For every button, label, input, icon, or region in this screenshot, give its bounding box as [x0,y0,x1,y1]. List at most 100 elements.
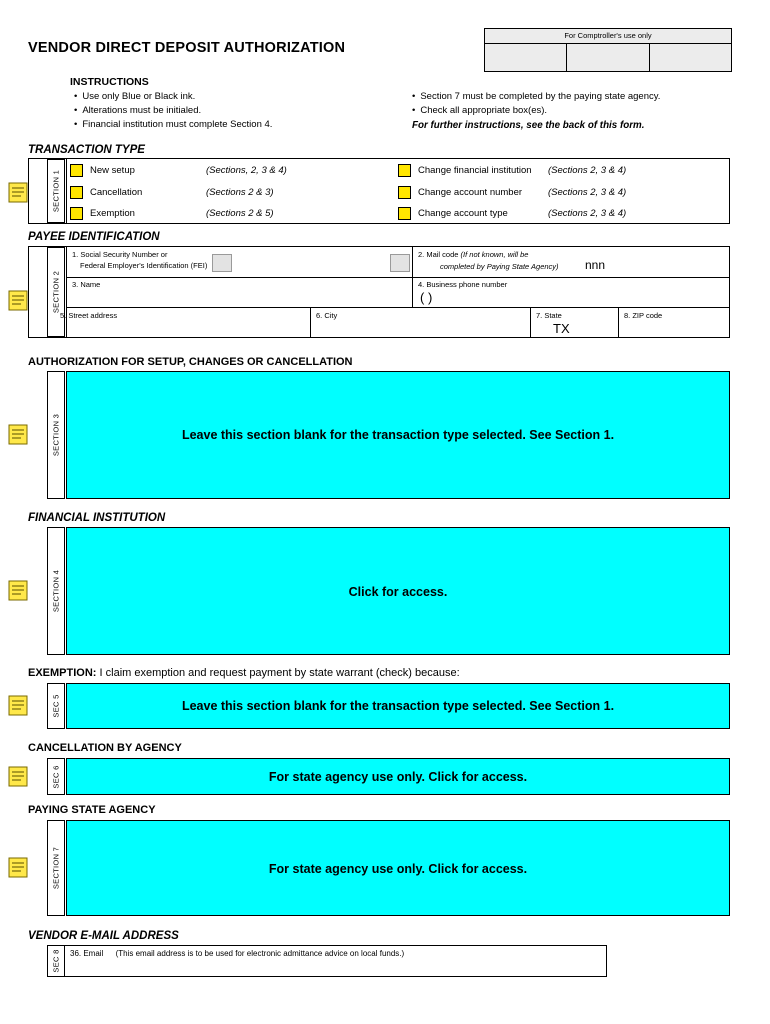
comment-note-icon[interactable] [8,290,28,311]
section5-body-text: Leave this section blank for the transac… [181,699,615,713]
field-mail-code-value[interactable]: nnn [585,258,606,272]
comment-note-icon[interactable] [8,857,28,878]
ssn-input-b[interactable] [390,254,410,272]
bullet-icon: • [412,91,416,102]
comptroller-use-box: For Comptroller's use only [484,28,732,72]
comment-note-icon[interactable] [8,695,28,716]
section2-tab-label: SECTION 2 [51,270,61,314]
field-mail-code-note: completed by Paying State Agency) [440,262,559,271]
section1-tab-label: SECTION 1 [51,169,61,213]
section6-heading: CANCELLATION BY AGENCY [28,742,182,754]
instructions-right-column: • Section 7 must be completed by the payi… [412,90,742,133]
instructions-left-column: • Use only Blue or Black ink. • Alteration… [74,90,414,132]
section2-tab: SECTION 2 [47,247,65,337]
section3-tab: SECTION 3 [47,371,65,499]
section7-fill-area[interactable]: For state agency use only. Click for acc… [66,820,730,916]
instruction-item: • Check all appropriate box(es). [412,104,742,118]
section5-heading-rest: I claim exemption and request payment by… [99,667,460,679]
checkbox-exemption-note: (Sections 2 & 5) [206,208,274,219]
comptroller-cells [485,43,731,72]
section2-box [28,246,730,338]
divider [618,307,619,338]
comptroller-cell-3[interactable] [648,43,731,72]
section5-heading-bold: EXEMPTION: [28,667,97,679]
checkbox-change-financial-institution[interactable] [398,164,411,177]
divider [66,247,67,337]
field-state-label: 7. State [536,311,562,320]
section6-body-text: For state agency use only. Click for acc… [268,770,528,784]
section3-fill-area[interactable]: Leave this section blank for the transac… [66,371,730,499]
section4-tab-label: SECTION 4 [51,569,61,613]
divider [66,277,730,278]
section5-tab-label: SEC 5 [51,694,61,718]
section1-tab: SECTION 1 [47,159,65,223]
instruction-text: Financial institution must complete Sect… [82,119,273,130]
checkbox-change-account-type-label: Change account type [418,208,508,219]
bullet-icon: • [412,105,416,116]
divider [530,307,531,338]
ssn-input-a[interactable] [212,254,232,272]
checkbox-change-account-number[interactable] [398,186,411,199]
comptroller-cell-1[interactable] [485,43,567,72]
instruction-item: • Financial institution must complete Sec… [74,118,414,132]
section3-body-text: Leave this section blank for the transac… [181,428,615,442]
divider [66,307,730,308]
section7-heading: PAYING STATE AGENCY [28,804,156,816]
instruction-text: Use only Blue or Black ink. [82,91,196,102]
section1-box [28,158,730,224]
checkbox-exemption-label: Exemption [90,208,135,219]
section7-tab: SECTION 7 [47,820,65,916]
page-title: VENDOR DIRECT DEPOSIT AUTHORIZATION [28,40,346,56]
comment-note-icon[interactable] [8,766,28,787]
section4-heading: FINANCIAL INSTITUTION [28,512,166,524]
field-state-value[interactable]: TX [553,321,570,336]
section6-tab: SEC 6 [47,758,65,795]
instruction-text: Section 7 must be completed by the payin… [420,91,661,102]
section3-tab-label: SECTION 3 [51,413,61,457]
comment-note-icon[interactable] [8,424,28,445]
section8-tab: SEC 8 [47,945,65,977]
section4-body-text: Click for access. [348,585,448,599]
instruction-item: • Section 7 must be completed by the payi… [412,90,742,104]
field-zip-label: 8. ZIP code [624,311,663,320]
bullet-icon: • [74,105,78,116]
instruction-text: Check all appropriate box(es). [420,105,548,116]
checkbox-cancellation-note: (Sections 2 & 3) [206,187,274,198]
section6-tab-label: SEC 6 [51,764,61,789]
bullet-icon: • [74,119,78,130]
checkbox-exemption[interactable] [70,207,83,220]
section5-fill-area[interactable]: Leave this section blank for the transac… [66,683,730,729]
checkbox-cancellation-label: Cancellation [90,187,143,198]
checkbox-new-setup[interactable] [70,164,83,177]
comment-note-icon[interactable] [8,182,28,203]
section4-fill-area[interactable]: Click for access. [66,527,730,655]
comment-note-icon[interactable] [8,580,28,601]
field-business-phone-value[interactable]: ( ) [420,290,433,305]
checkbox-change-account-type[interactable] [398,207,411,220]
field-ssn-label-line2: Federal Employer's Identification (FEI) [80,261,208,270]
section7-body-text: For state agency use only. Click for acc… [268,862,528,876]
instruction-text: Alterations must be initialed. [82,105,202,116]
field-city-label: 6. City [316,311,338,320]
instructions-footer: For further instructions, see the back o… [412,120,645,131]
divider [412,247,413,307]
checkbox-new-setup-label: New setup [90,165,135,176]
section7-tab-label: SECTION 7 [51,846,61,890]
section8-box [47,945,607,977]
section6-fill-area[interactable]: For state agency use only. Click for acc… [66,758,730,795]
section8-tab-label: SEC 8 [51,949,61,973]
field-email-label: 36. Email (This email address is to be u… [70,949,405,958]
section2-heading: PAYEE IDENTIFICATION [28,231,160,243]
instruction-item: • Use only Blue or Black ink. [74,90,414,104]
checkbox-change-account-number-label: Change account number [418,187,523,198]
instruction-item: • Alterations must be initialed. [74,104,414,118]
instructions-heading: INSTRUCTIONS [70,76,149,88]
field-ssn-label-line1: 1. Social Security Number or [72,250,168,259]
comptroller-cell-2[interactable] [566,43,649,72]
field-name-label: 3. Name [72,280,101,289]
checkbox-cancellation[interactable] [70,186,83,199]
checkbox-new-setup-note: (Sections, 2, 3 & 4) [206,165,287,176]
section1-heading: TRANSACTION TYPE [28,144,145,156]
bullet-icon: • [74,91,78,102]
